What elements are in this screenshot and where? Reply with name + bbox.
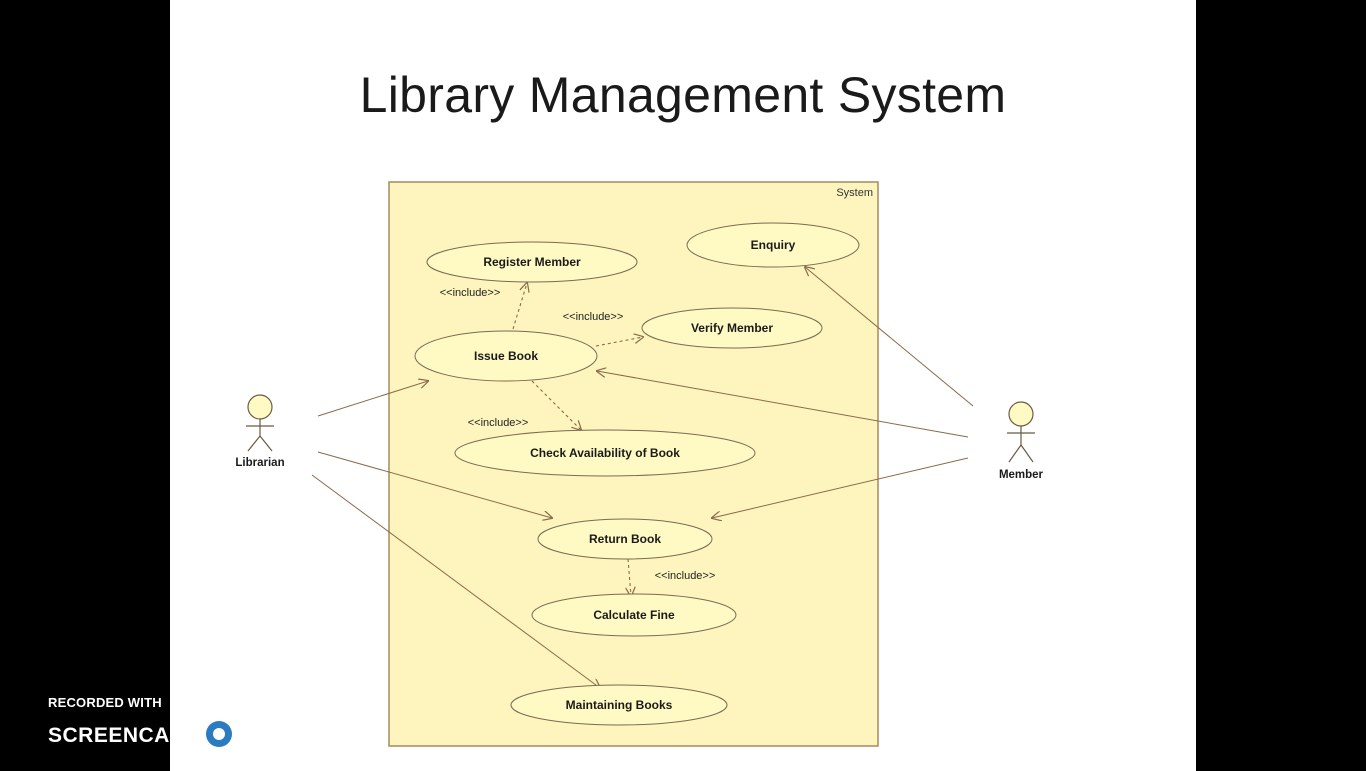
use-case-maintaining-books: Maintaining Books [566, 698, 673, 712]
actor-librarian-label: Librarian [235, 457, 284, 469]
include-calculate-fine [628, 558, 631, 596]
use-case-check-availability-shape [454, 429, 756, 477]
assoc-librarian-return-book [317, 451, 552, 518]
use-case-enquiry-shape [686, 222, 860, 268]
watermark-recorded-with: RECORDED WITH [48, 695, 162, 710]
assoc-member-enquiry [805, 267, 974, 407]
record-button-icon [200, 716, 237, 752]
actor-librarian-icon [246, 394, 274, 452]
assoc-librarian-issue-book [317, 381, 428, 417]
use-case-check-availability: Check Availability of Book [530, 446, 680, 460]
use-case-maintaining-books-shape [510, 684, 728, 726]
include-register-member [512, 283, 527, 330]
actor-member-icon [1007, 401, 1035, 463]
use-case-issue-book-shape [414, 330, 598, 382]
use-case-calculate-fine-shape [531, 593, 737, 637]
use-case-return-book-shape [537, 518, 713, 560]
watermark-right-text: MATIC [239, 724, 308, 747]
use-case-register-member-shape [426, 241, 638, 283]
assoc-member-issue-book [597, 371, 969, 438]
actor-member-label: Member [999, 469, 1044, 481]
use-case-register-member: Register Member [483, 255, 581, 269]
assoc-librarian-maintaining-books [311, 474, 600, 688]
include-label-verify: <<include>> [563, 311, 624, 323]
system-label: System [836, 187, 873, 199]
use-case-return-book: Return Book [589, 532, 661, 546]
include-label-register: <<include>> [440, 287, 501, 299]
watermark-left-text: SCREENCAST [48, 724, 198, 747]
use-case-enquiry: Enquiry [751, 238, 796, 252]
watermark-screencast-matic: SCREENCAST MATIC [48, 716, 308, 754]
use-case-issue-book: Issue Book [474, 349, 538, 363]
use-case-calculate-fine: Calculate Fine [593, 608, 675, 622]
use-case-verify-member: Verify Member [691, 321, 773, 335]
assoc-member-return-book [712, 457, 969, 518]
use-case-verify-member-shape [641, 307, 823, 349]
slide-title: Library Management System [359, 67, 1007, 123]
include-verify-member [595, 337, 643, 347]
include-label-fine: <<include>> [655, 570, 716, 582]
include-label-check: <<include>> [468, 417, 529, 429]
